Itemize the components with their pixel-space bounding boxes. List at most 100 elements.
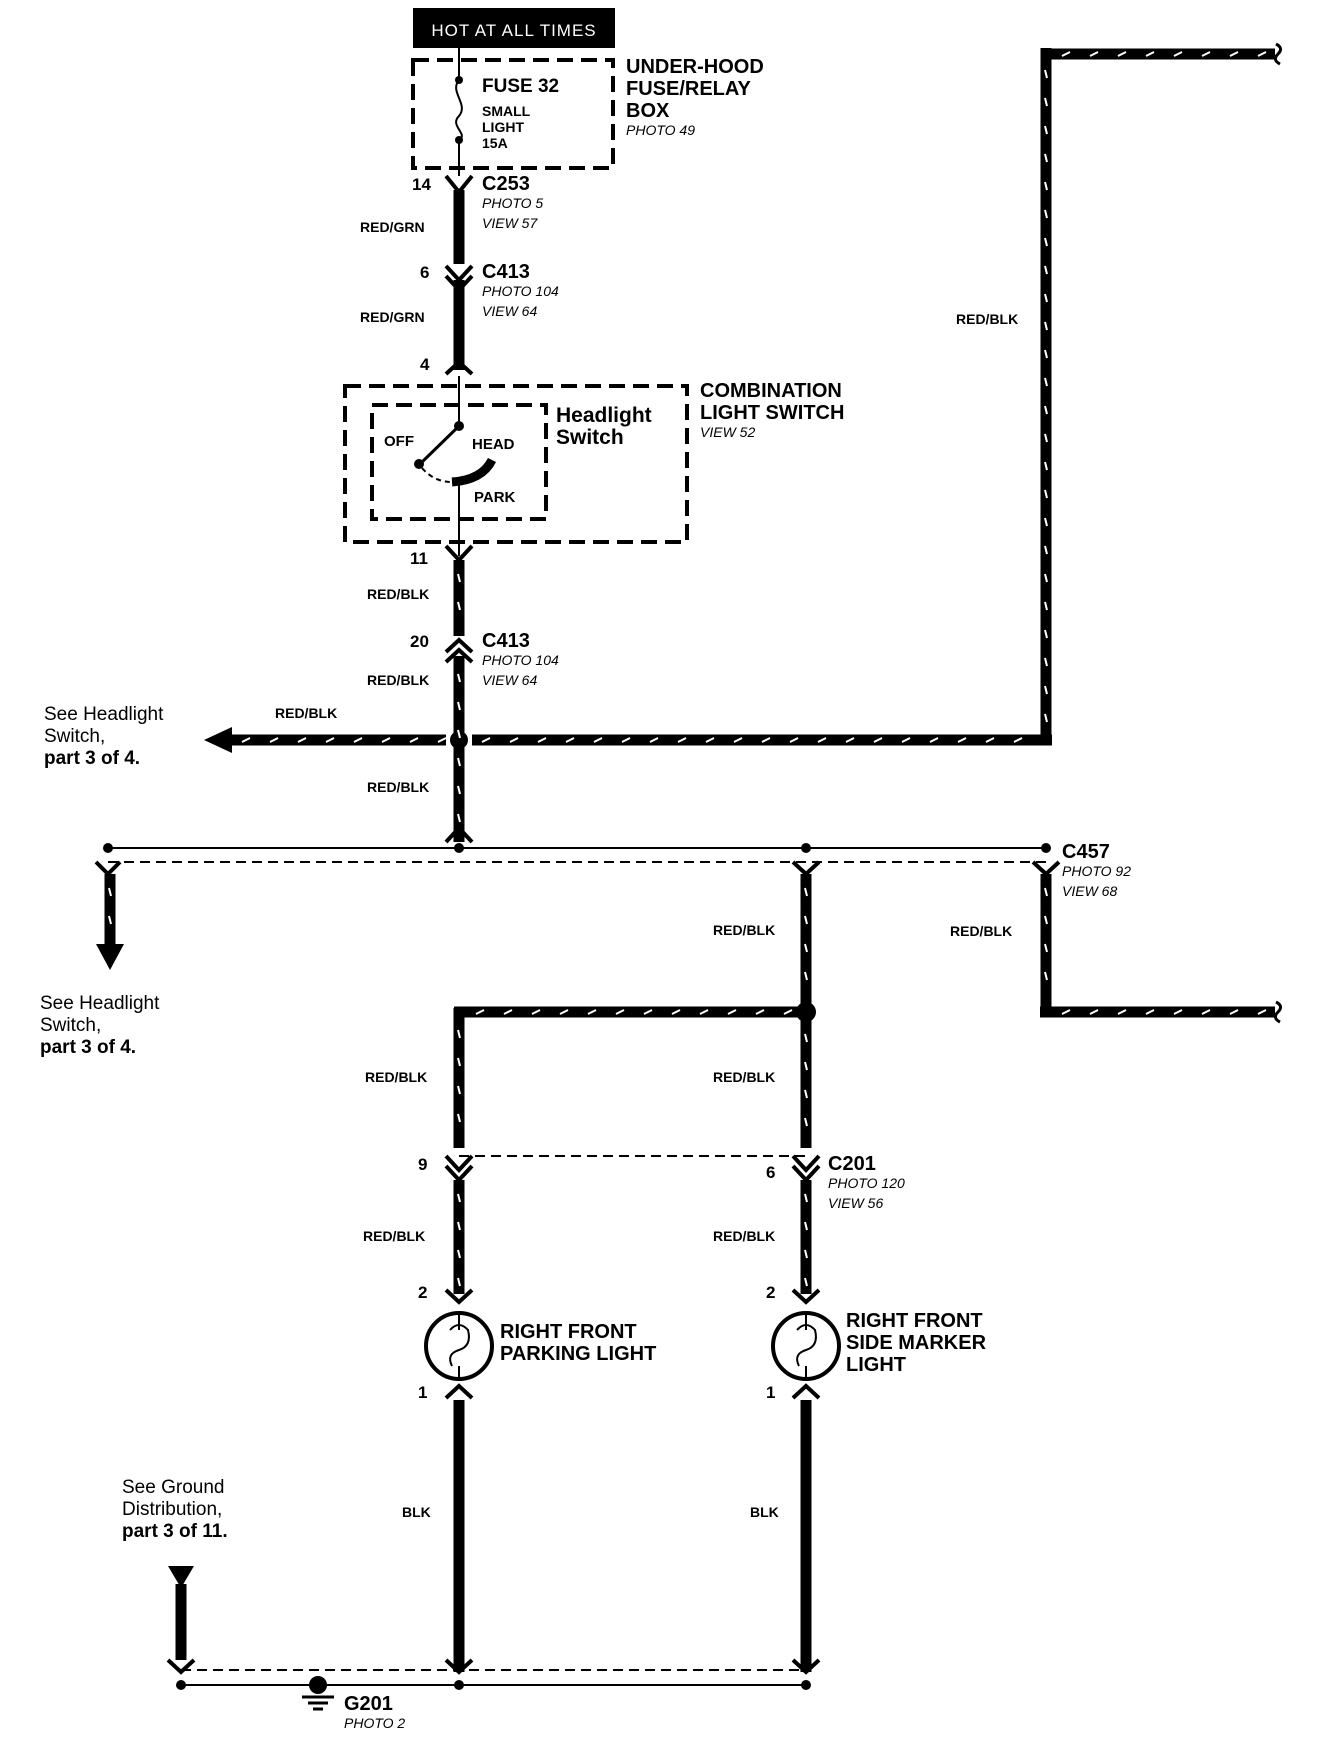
wire-stripe-mark xyxy=(804,887,808,897)
wire-stripe-mark xyxy=(621,737,631,743)
wire-stripe-mark xyxy=(108,915,112,925)
parking-light-name-1: RIGHT FRONT xyxy=(500,1321,637,1343)
headlight-switch-name-1: Headlight xyxy=(556,404,652,427)
wire-stripe-mark xyxy=(677,737,687,743)
ground-arrow-icon xyxy=(168,1566,194,1588)
ground-bus-connectors xyxy=(166,1658,821,1675)
wire-stripe-mark xyxy=(804,1193,808,1203)
c201-photo: PHOTO 120 xyxy=(828,1175,905,1191)
wire-stripe-mark xyxy=(1044,181,1048,191)
wire-label-red-blk-10: RED/BLK xyxy=(713,1228,775,1244)
wire-stripe-mark xyxy=(1044,153,1048,163)
wire-stripe-mark xyxy=(804,915,808,925)
connector-c413-top xyxy=(444,264,474,293)
parking-light-pin-top: 2 xyxy=(418,1283,427,1302)
wire-stripe-mark xyxy=(509,737,519,743)
wire-stripe-mark xyxy=(1044,545,1048,555)
marker-light-name-1: RIGHT FRONT xyxy=(846,1310,983,1332)
wire-stripe-mark xyxy=(1044,321,1048,331)
wire-stripe-mark xyxy=(457,1249,461,1259)
parking-light-name-2: PARKING LIGHT xyxy=(500,1343,656,1365)
marker-light-filament xyxy=(796,1314,817,1378)
wire-stripe-mark xyxy=(269,737,279,743)
wire-stripe-mark xyxy=(297,737,307,743)
pin-4: 4 xyxy=(420,355,430,374)
wire-label-blk-left: BLK xyxy=(402,1504,431,1520)
c253-pin: 14 xyxy=(412,175,431,194)
wire-stripe-mark xyxy=(241,737,251,743)
ground-symbol-icon xyxy=(309,1676,327,1694)
see-ground-line1: See Ground xyxy=(122,1477,224,1498)
wire-stripe-mark xyxy=(1044,125,1048,135)
see-headlight-2-line3: part 3 of 4. xyxy=(40,1037,136,1058)
wire-stripe-mark xyxy=(804,1033,808,1043)
marker-light-bulb-icon xyxy=(771,1311,841,1381)
wire-stripe-mark xyxy=(985,737,995,743)
wire-stripe-mark xyxy=(503,1009,513,1015)
wire-stripe-mark xyxy=(1044,915,1048,925)
c413b-photo: PHOTO 104 xyxy=(482,652,559,668)
wire-stripe-mark xyxy=(457,785,461,795)
fuse-box-photo: PHOTO 49 xyxy=(626,122,695,138)
wire-stripe-mark xyxy=(1117,51,1127,57)
c201-view: VIEW 56 xyxy=(828,1195,883,1211)
c413a-pin: 6 xyxy=(420,263,429,282)
wire-stripe-mark xyxy=(1044,265,1048,275)
parking-light-bottom-connector xyxy=(444,1383,474,1400)
see-headlight-1-line1: See Headlight xyxy=(44,704,164,725)
wire-label-red-blk-9: RED/BLK xyxy=(363,1228,425,1244)
wire-stripe-mark xyxy=(457,673,461,683)
wire-stripe-mark xyxy=(1044,517,1048,527)
wire-stripe-mark xyxy=(1044,209,1048,219)
switch-blade xyxy=(418,424,461,466)
c413b-name: C413 xyxy=(482,630,530,652)
wire-stripe-mark xyxy=(1257,51,1267,57)
splice-point-1 xyxy=(450,731,468,749)
wire-stripe-mark xyxy=(804,1117,808,1127)
wire-stripe-mark xyxy=(804,1221,808,1231)
wire-stripe-mark xyxy=(457,729,461,739)
wire-stripe-mark xyxy=(381,737,391,743)
switch-input-connector xyxy=(444,359,474,376)
c201-pin-left: 9 xyxy=(418,1155,427,1174)
wire-stripe-mark xyxy=(1044,461,1048,471)
wire-stripe-mark xyxy=(1229,51,1239,57)
wire-stripe-mark xyxy=(804,1277,808,1287)
wire-stripe-mark xyxy=(475,1009,485,1015)
wire-stripe-mark xyxy=(1044,573,1048,583)
wire-stripe-mark xyxy=(531,1009,541,1015)
wire-stripe-mark xyxy=(761,737,771,743)
fuse-box-outline xyxy=(411,58,615,170)
parking-light-bulb-icon xyxy=(424,1311,494,1381)
c413a-view: VIEW 64 xyxy=(482,303,537,319)
fuse-desc-3: 15A xyxy=(482,135,508,151)
c413b-pin: 20 xyxy=(410,632,429,651)
c253-name: C253 xyxy=(482,173,530,195)
parking-light-filament xyxy=(449,1314,470,1378)
connector-c201-right xyxy=(791,1154,821,1183)
wire-label-red-blk-1: RED/BLK xyxy=(367,586,429,602)
wire-stripe-mark xyxy=(783,1009,793,1015)
wire-break-right xyxy=(1273,1000,1283,1024)
g201-photo: PHOTO 2 xyxy=(344,1715,405,1731)
wire-stripe-mark xyxy=(457,1277,461,1287)
wire-stripe-mark xyxy=(901,737,911,743)
wire-stripe-mark xyxy=(705,737,715,743)
wire-stripe-mark xyxy=(457,757,461,767)
wire-stripe-mark xyxy=(457,1113,461,1123)
wire-break-top xyxy=(1273,42,1283,66)
wire-stripe-mark xyxy=(1044,69,1048,79)
combination-switch-name-2: LIGHT SWITCH xyxy=(700,402,844,424)
wire-stripe-mark xyxy=(1044,629,1048,639)
wire-stripe-mark xyxy=(804,1089,808,1099)
c253-photo: PHOTO 5 xyxy=(482,195,543,211)
wire-label-red-blk-2: RED/BLK xyxy=(367,672,429,688)
see-ground-line3: part 3 of 11. xyxy=(122,1521,228,1542)
ground-bus-node-left xyxy=(176,1680,186,1690)
wire-stripe-mark xyxy=(1044,943,1048,953)
ground-bus-node-mid xyxy=(454,1680,464,1690)
wire-stripe-mark xyxy=(457,1057,461,1067)
fuse-element-icon xyxy=(455,79,463,141)
wire-stripe-mark xyxy=(353,737,363,743)
wire-stripe-mark xyxy=(437,737,447,743)
